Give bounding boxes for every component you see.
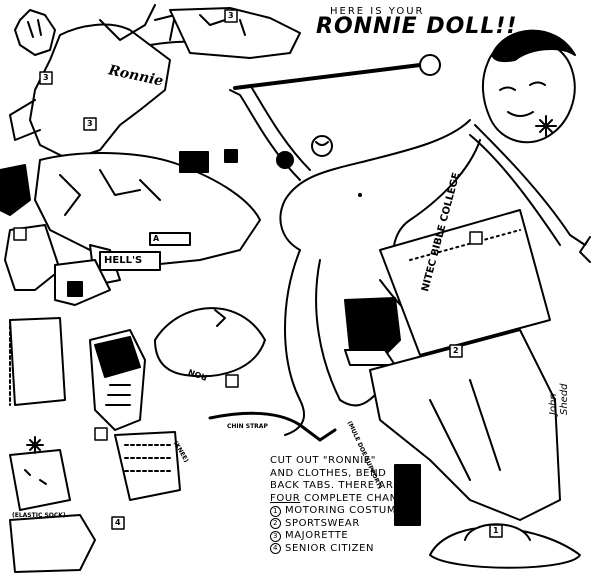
instruction-line: AND CLOTHES, BEND: [270, 467, 387, 479]
cutout-instructions: CUT OUT "RONNIE" AND CLOTHES, BEND BACK …: [270, 455, 420, 555]
artist-signature: John Shedd: [548, 383, 570, 415]
tab-number: 2: [453, 346, 459, 355]
glove-top-left: [14, 9, 56, 56]
tab-number: 3: [228, 11, 234, 20]
chin-strap: [208, 411, 337, 442]
headline-title: RONNIE DOLL!!: [316, 14, 518, 39]
hi-top-sneaker: [89, 329, 146, 431]
knee-pad: [114, 431, 181, 501]
headline-small: HERE IS YOUR: [330, 6, 425, 17]
cutout-tabs: [13, 9, 503, 538]
senior-hat: [429, 523, 581, 569]
instruction-line: FOUR COMPLETE CHANGES: [270, 492, 420, 504]
boots-left: [0, 164, 111, 406]
four-emphasis: FOUR: [270, 492, 301, 504]
sparkle-marks: [26, 115, 557, 454]
hells-label: HELL'S: [104, 255, 143, 266]
tab-number: 3: [43, 73, 49, 82]
elastic-sock-label: (ELASTIC SOCK): [12, 512, 66, 519]
tab-number: 3: [87, 119, 93, 128]
chin-strap-label: CHIN STRAP: [227, 423, 268, 430]
boot-centre: [344, 297, 401, 366]
angels-label: A: [153, 234, 160, 243]
majorette-baton: [169, 7, 441, 90]
tab-number: 1: [493, 526, 499, 535]
tab-number: 4: [115, 518, 121, 527]
cap-visor: [154, 307, 266, 378]
elastic-sock: [9, 449, 96, 573]
instruction-line: BACK TABS. THERE ARE: [270, 480, 401, 491]
bible-college-sign: [379, 209, 551, 356]
senior-trousers: [369, 329, 561, 526]
instruction-line: CUT OUT "RONNIE": [270, 455, 376, 466]
